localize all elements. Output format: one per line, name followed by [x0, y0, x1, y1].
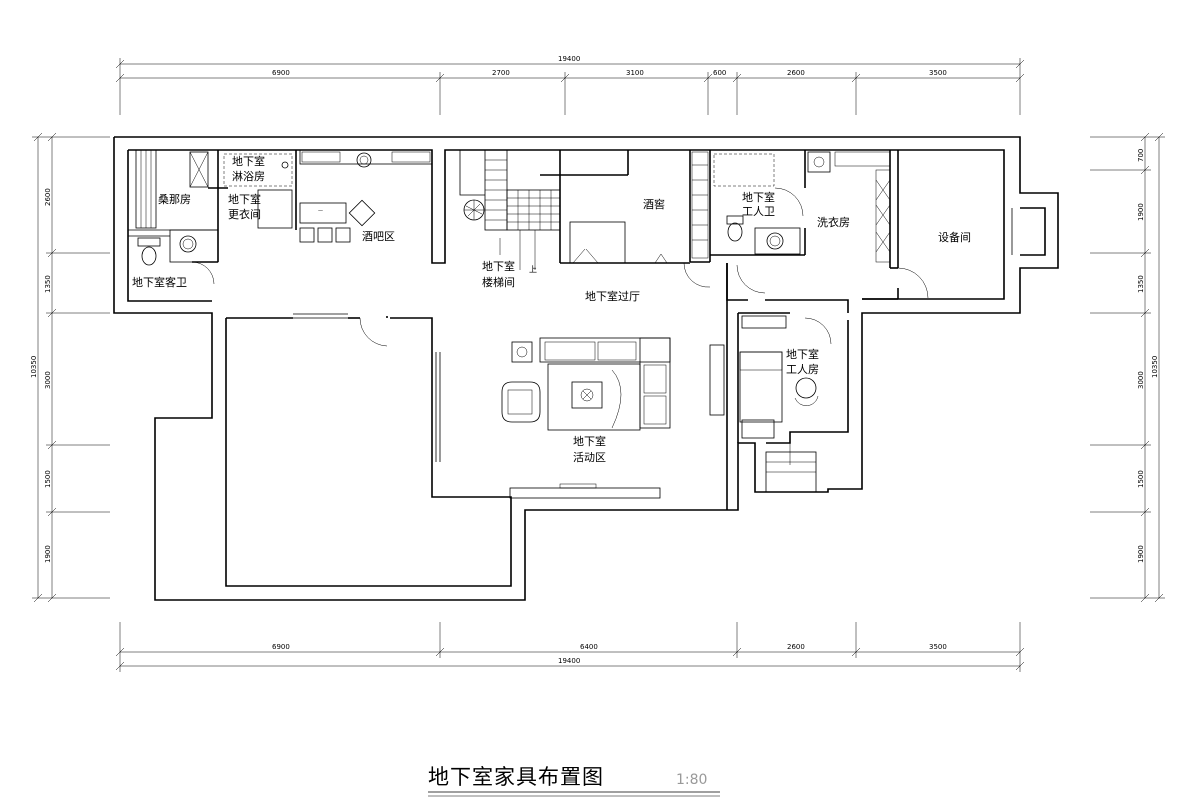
dim-right-segment: 1900 — [1137, 203, 1145, 221]
room-label-activity: 活动区 — [573, 451, 606, 464]
guest-toilet — [141, 246, 157, 266]
armchair — [501, 381, 541, 423]
room-label-staff-room: 工人房 — [786, 363, 819, 376]
room-label-guest-wc: 地下室客卫 — [132, 275, 187, 289]
laundry-shelf — [834, 151, 891, 167]
dim-right-segment: 1350 — [1137, 275, 1145, 293]
bar-table — [348, 199, 376, 227]
dim-top-segment: 6900 — [272, 69, 290, 77]
dim-right-segment: 3000 — [1137, 371, 1145, 389]
dim-right-segment: 1900 — [1137, 545, 1145, 563]
drawing-title-block: 地下室家具布置图 1:80 — [428, 765, 720, 797]
plant-icon — [463, 199, 485, 221]
sofa-back — [539, 337, 671, 363]
staff-wardrobe — [709, 344, 725, 416]
walls — [113, 136, 1059, 601]
sofa-side — [639, 337, 671, 429]
guest-toilet-tank — [137, 237, 161, 247]
room-labels: 桑那房 地下室 淋浴房 地下室 更衣间 地下室客卫 酒吧区 地下室 楼梯间 上 … — [132, 154, 971, 464]
drawing-scale: 1:80 — [676, 772, 707, 788]
room-label-staff-room: 地下室 — [786, 347, 819, 361]
laundry-sink — [807, 151, 831, 173]
bar-stool — [299, 227, 315, 243]
room-label-stairs: 地下室 — [482, 259, 515, 273]
wine-cabinet — [569, 221, 626, 264]
bar-stool — [317, 227, 333, 243]
coffee-table — [571, 381, 603, 409]
dim-bottom-segment: 6900 — [272, 643, 290, 651]
room-label-dressing: 地下室 — [228, 192, 261, 206]
dim-left-segment: 2600 — [44, 188, 52, 206]
drawing-title: 地下室家具布置图 — [428, 765, 604, 789]
bar-shelf — [299, 149, 433, 165]
dim-bottom-segment: 2600 — [787, 643, 805, 651]
guest-sink-counter — [169, 229, 219, 263]
staff-nightstand — [741, 419, 775, 439]
dim-right-total: 10350 — [1151, 356, 1159, 378]
dim-top-segment: 2600 — [787, 69, 805, 77]
side-table — [511, 341, 533, 363]
dim-left-segment: 3000 — [44, 371, 52, 389]
laundry-cabinet — [875, 169, 891, 263]
tv-cabinet — [509, 487, 661, 499]
room-label-shower: 淋浴房 — [232, 170, 265, 183]
staff-sink-counter — [754, 227, 801, 255]
dim-bottom-segment: 6400 — [580, 643, 598, 651]
dim-top-total: 19400 — [558, 55, 580, 63]
fixtures: — — [135, 149, 929, 499]
staff-toilet-tank — [726, 215, 744, 225]
room-label-wine: 酒窖 — [643, 197, 665, 211]
room-label-bar: 酒吧区 — [362, 230, 395, 243]
guest-sink — [179, 235, 197, 253]
dim-right-segment: 1500 — [1137, 470, 1145, 488]
room-label-dressing: 更衣间 — [228, 207, 261, 221]
wine-rack — [691, 151, 709, 259]
dim-top-segment: 2700 — [492, 69, 510, 77]
room-label-laundry: 洗衣房 — [817, 215, 850, 229]
rug — [547, 363, 641, 431]
dim-right-segment: 700 — [1137, 149, 1145, 162]
dim-bottom-total: 19400 — [558, 657, 580, 665]
dim-left-segment: 1350 — [44, 275, 52, 293]
staff-chair — [795, 377, 817, 399]
bar-sink — [356, 152, 372, 168]
staff-bed — [739, 351, 783, 423]
dim-left-segment: 1900 — [44, 545, 52, 563]
dim-left-total: 10350 — [30, 356, 38, 378]
dim-top-segment: 3500 — [929, 69, 947, 77]
plant-icon — [580, 388, 594, 402]
room-label-activity: 地下室 — [573, 434, 606, 448]
room-label-staff-wc: 地下室 — [742, 190, 775, 204]
dim-top-segment: 600 — [713, 69, 726, 77]
dim-bottom-segment: 3500 — [929, 643, 947, 651]
room-label-equipment: 设备间 — [938, 230, 971, 244]
bar-counter — [299, 202, 347, 224]
room-label-staff-wc: 工人卫 — [742, 205, 775, 218]
bar-stool — [335, 227, 351, 243]
room-label-hall: 地下室过厅 — [585, 289, 640, 303]
top-dimensions: 19400 6900 2700 3100 600 2600 3500 — [115, 55, 1025, 115]
dim-left-segment: 1500 — [44, 470, 52, 488]
staff-sink — [766, 232, 784, 250]
dressing-bench — [257, 189, 293, 229]
right-dimensions: 700 1900 1350 3000 1500 1900 10350 — [1090, 132, 1165, 603]
stair-flight — [506, 189, 561, 231]
dim-top-segment: 3100 — [626, 69, 644, 77]
stair-up-label: 上 — [529, 265, 537, 274]
staff-shower — [713, 153, 775, 187]
room-label-shower: 地下室 — [232, 154, 265, 168]
sauna-heater — [189, 151, 209, 188]
left-dimensions: 10350 2600 1350 3000 1500 1900 — [30, 132, 110, 603]
staff-toilet — [727, 222, 743, 242]
svg-text:—: — — [318, 208, 323, 214]
room-label-stairs: 楼梯间 — [482, 275, 515, 289]
bottom-dimensions: 6900 6400 2600 3500 19400 — [115, 622, 1025, 672]
room-label-sauna: 桑那房 — [158, 193, 191, 206]
staff-room-desk — [741, 315, 787, 329]
shower-head — [281, 161, 289, 169]
